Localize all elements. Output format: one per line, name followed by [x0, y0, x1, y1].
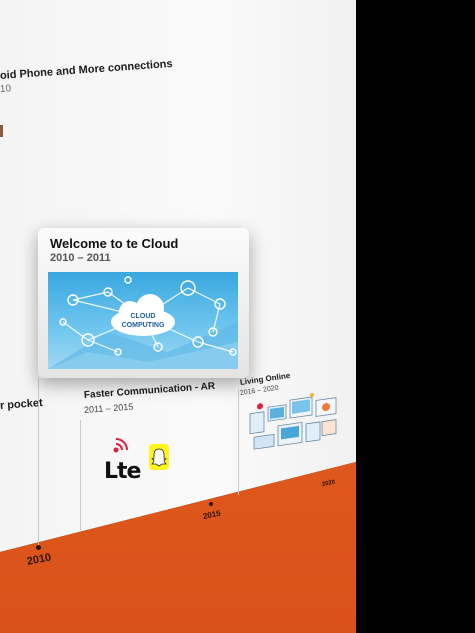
cloud-icon: [111, 294, 175, 336]
lte-signal-icon: [113, 438, 128, 453]
connector-line-2010: [38, 378, 39, 550]
card-title: Welcome to te Cloud: [50, 236, 179, 251]
event-phone-image-edge: [0, 125, 3, 137]
connector-line-ar: [80, 420, 81, 530]
svg-text:COMPUTING: COMPUTING: [122, 322, 165, 329]
axis-tick-2010: [36, 545, 41, 550]
network-graphic: CLOUD COMPUTING: [48, 276, 238, 369]
card-years: 2010 – 2011: [50, 252, 111, 264]
living-online-illustration: [248, 389, 340, 458]
cloud-computing-image: CLOUD COMPUTING: [48, 272, 238, 369]
featured-event-card[interactable]: Welcome to te Cloud 2010 – 2011: [38, 228, 249, 378]
axis-tick-2015: [209, 502, 213, 506]
connector-line-online: [238, 390, 239, 495]
event-phone-years: 10: [0, 83, 12, 95]
svg-text:CLOUD: CLOUD: [131, 313, 156, 320]
lte-logo: Lte: [104, 459, 141, 484]
snapchat-icon: [149, 444, 169, 470]
